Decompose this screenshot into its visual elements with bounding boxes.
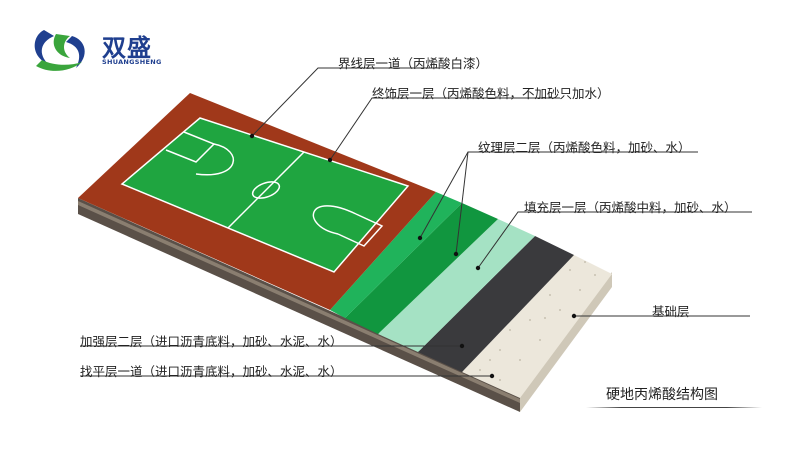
base-speckles	[479, 261, 596, 381]
label-leveling-layer: 找平层一道（进口沥青底料，加砂、水泥、水）	[80, 364, 343, 379]
leader-lines	[80, 67, 752, 377]
logo-name: 双盛	[102, 34, 152, 62]
title-underline	[586, 407, 762, 408]
slab-side-strip	[78, 201, 520, 403]
label-texture-layer: 纹理层二层（丙烯酸色料，加砂、水）	[478, 140, 691, 155]
label-boundary-line: 界线层一道（丙烯酸白漆）	[338, 56, 489, 71]
texture-layer-light	[330, 192, 462, 318]
label-base-layer: 基础层	[652, 304, 690, 319]
diagram-title: 硬地丙烯酸结构图	[606, 387, 718, 403]
logo: 双盛 SHUANGSHENG	[20, 12, 180, 82]
reinforce-layer	[418, 236, 574, 372]
label-reinforce-layer: 加强层二层（进口沥青底料，加砂、水泥、水）	[80, 334, 343, 349]
texture-layer-dark	[345, 203, 498, 334]
court-lines	[120, 117, 410, 273]
slab-right-edge	[520, 272, 612, 412]
logo-subtitle: SHUANGSHENG	[102, 58, 162, 66]
base-layer	[462, 255, 612, 398]
shuangsheng-logo-icon	[34, 30, 85, 71]
label-finish-layer: 终饰层一层（丙烯酸色料，不加砂只加水）	[372, 86, 610, 101]
filler-layer	[378, 219, 535, 352]
leader-dots	[249, 133, 577, 379]
label-filler-layer: 填充层一层（丙烯酸中料，加砂、水）	[524, 200, 737, 215]
